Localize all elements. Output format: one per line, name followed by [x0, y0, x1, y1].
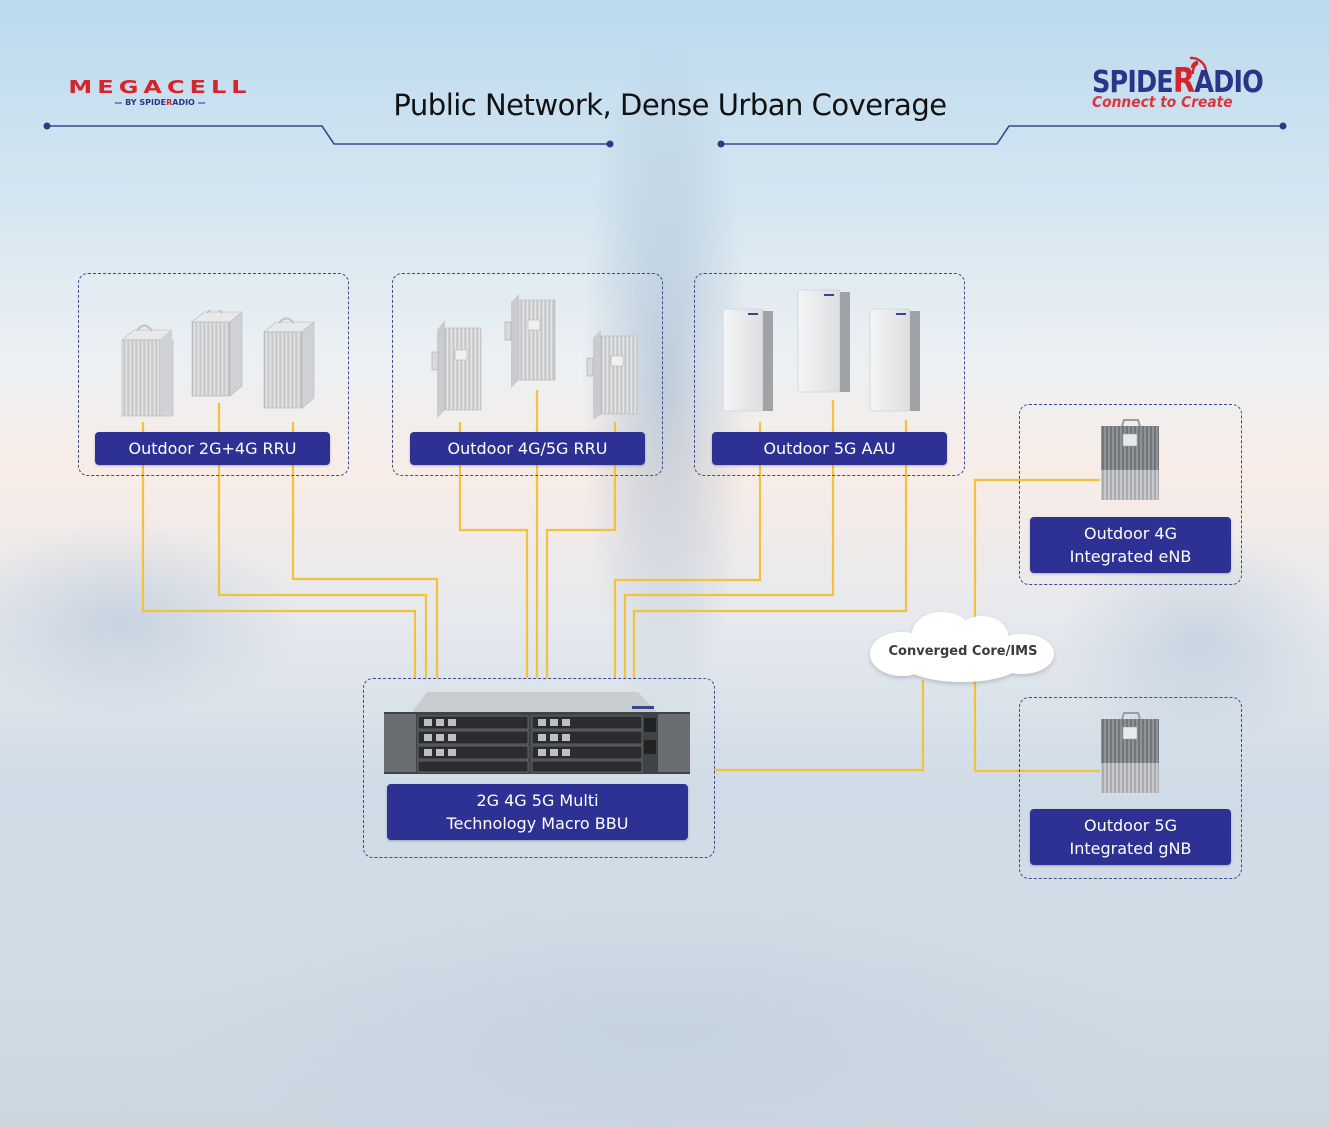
- group-outdoor-2g4g-rru: [78, 273, 349, 476]
- brand-suffix: ADIO: [1194, 65, 1264, 100]
- link-core-enb: [973, 478, 1100, 640]
- byline-prefix: — BY SPIDE: [114, 98, 167, 107]
- aau-panel-icon: [722, 289, 920, 412]
- link-aau-2: [623, 400, 835, 678]
- rru-unit-2: [191, 310, 243, 397]
- link-rru2g4g-1: [141, 422, 417, 678]
- link-rru4g5g-3: [545, 422, 617, 678]
- group-outdoor-4g-enb: [1019, 404, 1242, 585]
- header-dot: [717, 140, 725, 148]
- aau-panel-3: [869, 308, 920, 412]
- group-macro-bbu: [363, 678, 715, 858]
- brand-prefix: SPIDE: [1092, 65, 1174, 100]
- label-macro-bbu: 2G 4G 5G Multi Technology Macro BBU: [387, 784, 688, 840]
- link-rru4g5g-1: [458, 422, 529, 678]
- label-outdoor-5g-aau: Outdoor 5G AAU: [712, 432, 947, 465]
- link-bbu-core: [714, 680, 925, 772]
- megacell-brand: MEGACELL: [68, 76, 252, 98]
- header-dot: [1279, 122, 1287, 130]
- header-dot: [606, 140, 614, 148]
- link-aau-1: [613, 422, 762, 678]
- spideradio-brand: SPIDERADIO: [1092, 64, 1264, 100]
- converged-core-label: Converged Core/IMS: [888, 644, 1038, 659]
- label-text-line1: Outdoor 5G: [1084, 816, 1177, 835]
- header-line-right: [721, 125, 1283, 145]
- brand-r: R: [1172, 61, 1195, 101]
- label-text-line2: Integrated eNB: [1069, 547, 1192, 566]
- signal-waves-icon: [1189, 56, 1208, 74]
- group-outdoor-4g5g-rru: [392, 273, 663, 476]
- link-aau-3: [632, 420, 908, 678]
- aau-panel-1: [722, 308, 773, 412]
- link-rru2g4g-3: [291, 422, 439, 678]
- label-outdoor-4g5g-rru: Outdoor 4G/5G RRU: [410, 432, 645, 465]
- aau-panel-2: [797, 289, 850, 393]
- megacell-logo: MEGACELL — BY SPIDERADIO —: [64, 78, 256, 107]
- label-outdoor-5g-gnb: Outdoor 5G Integrated gNB: [1030, 809, 1231, 865]
- rru-unit-3: [263, 317, 315, 409]
- header-decoration: [43, 122, 1287, 148]
- group-outdoor-5g-aau: [694, 273, 965, 476]
- megacell-byline: — BY SPIDERADIO —: [64, 98, 256, 107]
- byline-r: R: [166, 98, 173, 107]
- group-outdoor-5g-gnb: [1019, 697, 1242, 879]
- cloud-icon: [870, 612, 1054, 682]
- rru-unit-1: [121, 324, 174, 417]
- integrated-base-station-icon: [1101, 419, 1159, 500]
- label-text-line2: Technology Macro BBU: [446, 814, 629, 833]
- header-line-left: [47, 125, 610, 145]
- header-dot: [43, 122, 51, 130]
- rru-panel-icon: [431, 294, 638, 420]
- label-outdoor-2g4g-rru: Outdoor 2G+4G RRU: [95, 432, 330, 465]
- label-text-line1: 2G 4G 5G Multi: [476, 791, 599, 810]
- label-text: Outdoor 2G+4G RRU: [128, 439, 297, 458]
- label-text: Outdoor 5G AAU: [763, 439, 896, 458]
- spideradio-logo: SPIDERADIO Connect to Create: [1092, 56, 1272, 111]
- link-core-gnb: [973, 670, 1100, 773]
- label-text: Outdoor 4G/5G RRU: [447, 439, 608, 458]
- byline-suffix: ADIO —: [172, 98, 206, 107]
- bbu-chassis-icon: [384, 692, 690, 774]
- integrated-base-station-icon: [1101, 712, 1159, 793]
- rru-panel-1: [431, 320, 482, 418]
- spideradio-tagline: Connect to Create: [1092, 93, 1233, 111]
- rru-panel-3: [586, 330, 638, 420]
- label-text-line2: Integrated gNB: [1069, 839, 1192, 858]
- page-title: Public Network, Dense Urban Coverage: [393, 88, 947, 122]
- label-outdoor-4g-enb: Outdoor 4G Integrated eNB: [1030, 517, 1231, 573]
- rru-panel-2: [504, 294, 556, 388]
- label-text-line1: Outdoor 4G: [1084, 524, 1177, 543]
- rru-unit-icon: [121, 310, 315, 417]
- link-rru2g4g-2: [217, 403, 428, 678]
